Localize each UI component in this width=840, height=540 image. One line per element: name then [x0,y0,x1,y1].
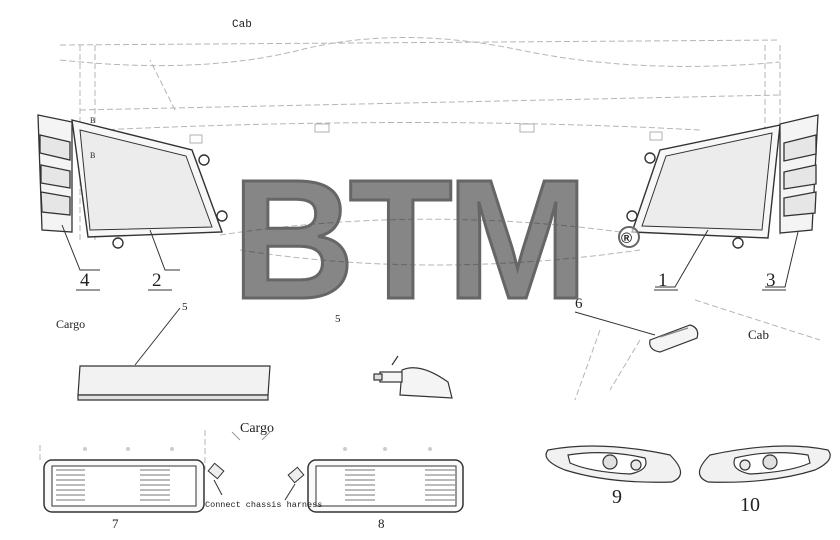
rear-lamp-left [43,447,205,513]
cargo-label-mid: Cargo [56,317,85,331]
left-headlamp [71,119,228,249]
callout-4: 4 [80,270,90,291]
callout-1: 1 [658,270,668,291]
marker-lamp-6 [649,324,699,353]
cab-label-top: Cab [232,19,252,31]
watermark-text: BTM [232,145,582,335]
cargo-light-bar [77,365,271,401]
cab-label-right: Cab [748,327,769,342]
cab-brackets [189,123,663,144]
callout-6: 6 [575,296,583,312]
fog-lamp-left [545,445,682,483]
btm-watermark: BTM ® [231,144,640,337]
cargo-label-bottom: Cargo [240,421,274,436]
callout-3: 3 [766,270,776,291]
callout-7: 7 [112,516,119,531]
small-mark-2: B [90,151,95,160]
callout-5b: 5 [335,313,341,325]
registered-mark: ® [621,230,632,247]
right-marker-lamp [779,114,819,234]
small-mark: B [90,116,95,125]
callout-9: 9 [612,486,622,508]
callout-2: 2 [152,270,162,291]
connect-note: Connect chassis harness [205,500,322,510]
callout-8: 8 [378,516,385,531]
callout-10: 10 [740,494,760,516]
left-marker-lamp [37,114,73,233]
work-lamp [373,355,453,399]
rear-lamp-right [307,447,464,513]
callout-5a: 5 [182,301,188,313]
right-headlamp [626,124,781,249]
harness-connectors [207,431,305,501]
fog-lamp-right [698,445,831,483]
